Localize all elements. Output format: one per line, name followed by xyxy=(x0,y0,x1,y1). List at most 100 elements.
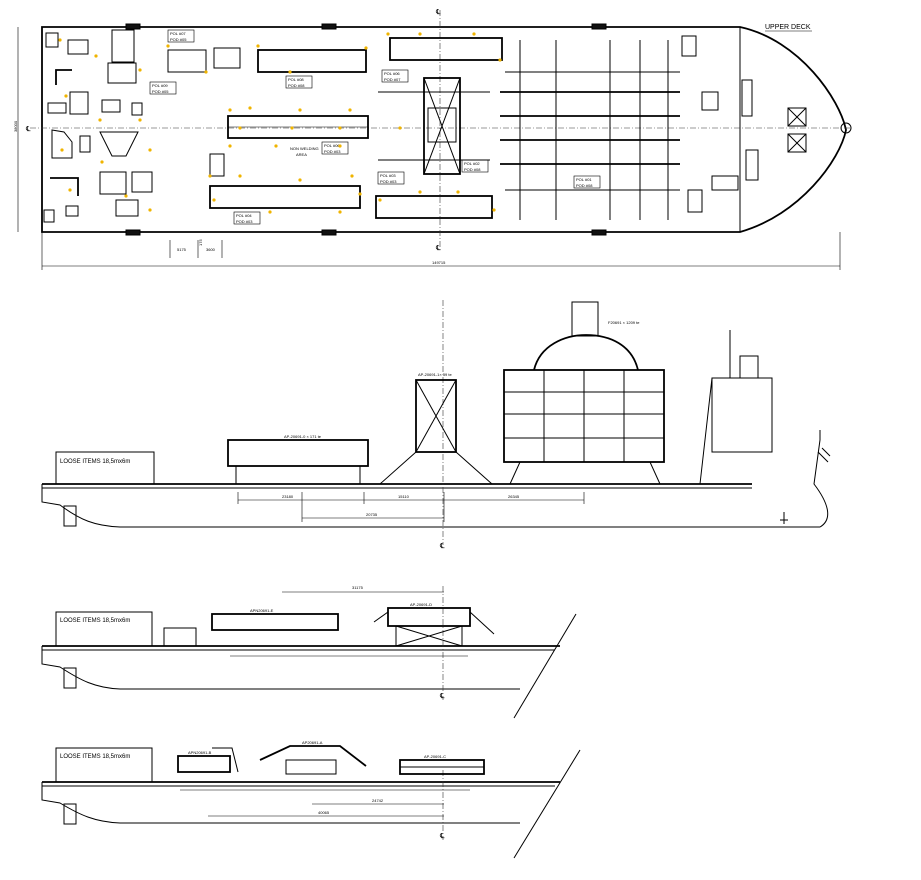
p2-break-line xyxy=(513,613,577,719)
lashing-point xyxy=(228,108,232,112)
p3-loose-items-box xyxy=(55,747,153,783)
lashing-point xyxy=(358,192,362,196)
p3-loose-items-label: LOOSE ITEMS 18,5mx6m xyxy=(60,754,130,760)
svg-text:POL #06: POL #06 xyxy=(384,71,400,76)
lashing-point xyxy=(418,190,422,194)
lashing-point xyxy=(492,208,496,212)
lashing-point xyxy=(456,190,460,194)
lashing-point xyxy=(208,174,212,178)
plan-grillage xyxy=(500,40,680,220)
p3-cargo-b xyxy=(259,745,367,775)
p2-loose-items-label: LOOSE ITEMS 18,5mx6m xyxy=(60,618,130,624)
lashing-point xyxy=(100,160,104,164)
lashing-point xyxy=(94,54,98,58)
p3-dim-b: 40065 xyxy=(318,810,330,815)
plan-dim-b: 175 xyxy=(198,239,203,246)
p1-dim-1: 23180 xyxy=(282,494,294,499)
p3-rudder xyxy=(63,803,77,825)
svg-text:POD #08: POD #08 xyxy=(576,183,593,188)
plan-non-welding-area: NON WELDING xyxy=(290,146,319,151)
p1-dim-2: 15110 xyxy=(398,494,410,499)
plan-item-top-1 xyxy=(167,49,207,73)
svg-text:POL #07: POL #07 xyxy=(170,31,186,36)
p3-hull-outline xyxy=(41,782,520,824)
p3-cargo-b-label: AP20691-A xyxy=(302,740,323,745)
p1-loose-items-box xyxy=(55,451,155,485)
svg-text:POL #06: POL #06 xyxy=(324,143,340,148)
lashing-point xyxy=(290,126,294,130)
p3-cargo-a xyxy=(177,747,239,773)
plan-breadth-dim: 38000 xyxy=(13,120,18,132)
lashing-point xyxy=(364,46,368,50)
p2-dim-top: 31175 xyxy=(352,585,364,590)
profile-2: ℄ LOOSE ITEMS 18,5mx6m APN20691-E AP-206… xyxy=(41,585,577,719)
p1-cargo-b xyxy=(379,379,493,485)
plan-dim-c: 3600 xyxy=(206,247,216,252)
lashing-point xyxy=(238,126,242,130)
svg-text:POD #05: POD #05 xyxy=(152,89,169,94)
p2-cargo-a-label: APN20691-E xyxy=(250,608,274,613)
plan-lashing-points xyxy=(58,32,502,214)
svg-text:AREA: AREA xyxy=(296,152,307,157)
svg-text:℄: ℄ xyxy=(439,833,445,840)
p1-cargo-a-label: AP-20691-0 × 171 te xyxy=(284,434,322,439)
p1-rudder xyxy=(63,505,77,527)
pol-label-07: POL #07 POD #05 xyxy=(167,29,195,43)
lashing-point xyxy=(212,198,216,202)
pol-label-03: POL #03 POD #03 xyxy=(377,171,405,185)
svg-text:POL #03: POL #03 xyxy=(380,173,396,178)
svg-text:POL #09: POL #09 xyxy=(152,83,168,88)
svg-text:POD #08: POD #08 xyxy=(464,167,481,172)
plan-bollards xyxy=(125,23,607,236)
lashing-point xyxy=(98,118,102,122)
lashing-point xyxy=(138,118,142,122)
svg-text:POD #03: POD #03 xyxy=(236,219,253,224)
plan-bow-mark xyxy=(840,122,852,134)
lashing-point xyxy=(350,174,354,178)
svg-text:POD #07: POD #07 xyxy=(384,77,401,82)
svg-text:POD #05: POD #05 xyxy=(170,37,187,42)
pol-label-09: POL #09 POD #05 xyxy=(149,81,177,95)
p2-cargo-b-label: AP-20691-D xyxy=(410,602,432,607)
lashing-point xyxy=(166,44,170,48)
lashing-point xyxy=(256,44,260,48)
p1-cargo-c xyxy=(503,301,665,485)
plan-item-low-1 xyxy=(209,185,361,209)
p1-accommodation xyxy=(711,377,773,453)
plan-item-top-2 xyxy=(257,49,367,73)
svg-text:POD #03: POD #03 xyxy=(324,149,341,154)
p3-break-line xyxy=(513,749,581,859)
lashing-point xyxy=(138,68,142,72)
pol-label-08: POL #08 POD #08 xyxy=(285,75,313,89)
lashing-point xyxy=(68,188,72,192)
p1-cargo-b-label: AP-20691-1× 39 te xyxy=(418,372,452,377)
svg-text:POD #08: POD #08 xyxy=(288,83,305,88)
lashing-point xyxy=(498,58,502,62)
p2-cargo-a xyxy=(211,613,339,631)
plan-dim-a: 5175 xyxy=(177,247,187,252)
plan-item-low-2 xyxy=(375,195,493,219)
lashing-point xyxy=(348,108,352,112)
lashing-point xyxy=(148,208,152,212)
svg-text:POL #01: POL #01 xyxy=(576,177,592,182)
plan-center-frame xyxy=(378,77,490,175)
plan-length-dim: 149715 xyxy=(432,260,446,265)
lashing-point xyxy=(228,144,232,148)
lashing-point xyxy=(248,106,252,110)
lashing-point xyxy=(472,32,476,36)
plan-pol-labels: POL #07 POD #05 POL #09 POD #05 POL #08 … xyxy=(149,29,601,225)
p1-cargo-c-label: F20691 × 1209 te xyxy=(608,320,640,325)
p2-loose-items-box xyxy=(55,611,153,647)
lashing-point xyxy=(238,174,242,178)
p3-cargo-c-label: AP-20691-C xyxy=(424,754,446,759)
plan-cl-mark-aft: ℄ xyxy=(25,126,31,133)
lashing-point xyxy=(268,210,272,214)
p1-cargo-a xyxy=(227,439,369,467)
plan-cl-mark-top: ℄ xyxy=(435,9,441,16)
lashing-point xyxy=(204,70,208,74)
profile-3: ℄ LOOSE ITEMS 18,5mx6m APN20691-B AP2069… xyxy=(41,740,581,859)
p1-loose-items-label: LOOSE ITEMS 18,5mx6m xyxy=(60,459,130,465)
p1-dim-3: 26345 xyxy=(508,494,520,499)
svg-text:℄: ℄ xyxy=(439,693,445,700)
